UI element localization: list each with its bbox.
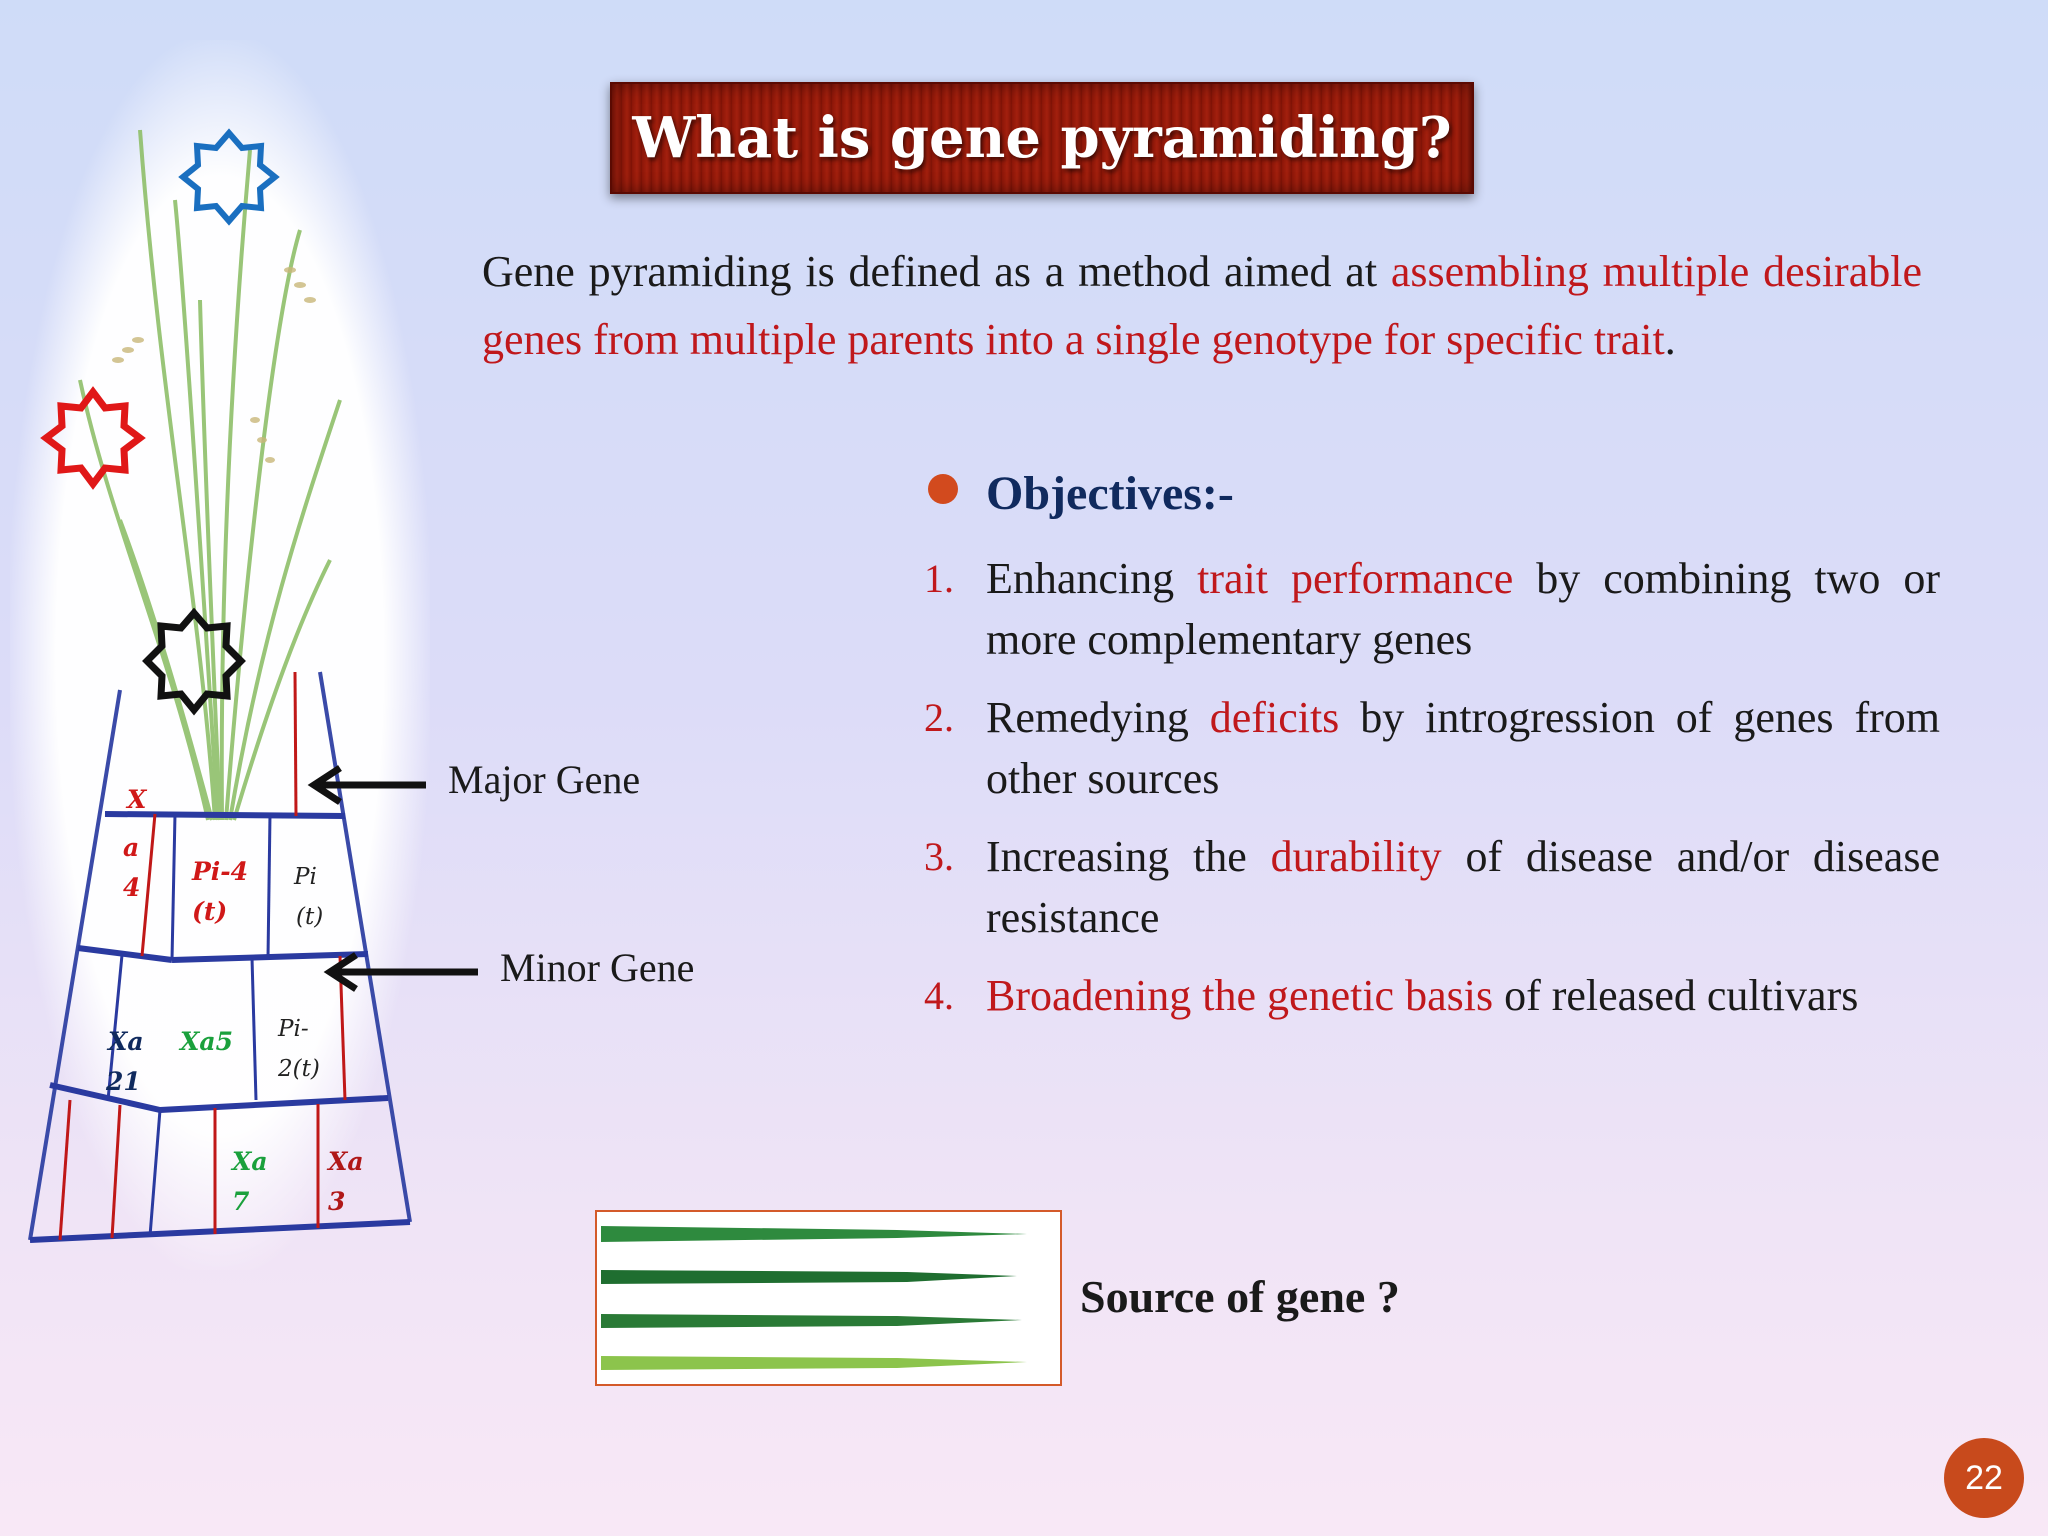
gene-label-pi2: Pi-	[277, 1016, 309, 1042]
objective-highlight: Broadening the genetic basis	[986, 971, 1494, 1020]
objective-highlight: trait performance	[1197, 554, 1514, 603]
objective-highlight: deficits	[1209, 693, 1340, 742]
minor-gene-label: Minor Gene	[500, 945, 695, 990]
definition-highlight: assembling multiple desirable genes from…	[482, 247, 1922, 364]
objective-text: by introgression of genes from other sou…	[986, 693, 1940, 803]
objective-text: Enhancing	[986, 554, 1198, 603]
objectives-heading: Objectives:-	[986, 467, 1234, 520]
gene-pyramid	[28, 671, 412, 1243]
objective-text: of released cultivars	[1493, 971, 1859, 1020]
gene-pyramid-illustration: X a 4 Pi-4 (t) Xa 21 Xa5 Xa 7 Xa 3 Pi (t…	[28, 128, 478, 1243]
blue-starburst-icon	[178, 128, 280, 226]
black-starburst-icon	[142, 607, 246, 716]
source-of-gene-label: Source of gene ?	[1080, 1271, 1400, 1322]
objective-number: 2.	[924, 695, 954, 740]
gene-label-xa7-a: Xa	[230, 1147, 268, 1176]
objective-item: 1. Enhancing trait performance by combin…	[920, 548, 1940, 670]
left-arrow-icon	[307, 765, 426, 805]
definition-end: .	[1664, 315, 1676, 364]
objective-number: 4.	[924, 973, 954, 1018]
objective-text: Remedying	[986, 693, 1210, 742]
objectives-list: 1. Enhancing trait performance by combin…	[920, 548, 1940, 1043]
objective-number: 3.	[924, 834, 954, 879]
background-glow	[10, 40, 430, 1270]
gene-label-pi-t: (t)	[296, 904, 323, 930]
grass-blades-image	[595, 1210, 1062, 1386]
gene-label-xa21-b: 21	[105, 1067, 141, 1096]
page-number-badge: 22	[1944, 1438, 2024, 1518]
definition-lead: Gene pyramiding is defined as a method a…	[482, 247, 1391, 296]
page-number: 22	[1965, 1458, 2003, 1497]
left-arrow-icon	[323, 952, 478, 992]
gene-label-xa21-a: Xa	[106, 1027, 144, 1056]
gene-label-xa5: Xa5	[178, 1027, 233, 1056]
gene-label-pi4: Pi-4	[191, 857, 248, 886]
bullet-icon	[928, 474, 958, 504]
gene-label-xa4-b: a	[123, 833, 139, 862]
objective-item: 4. Broadening the genetic basis of relea…	[920, 965, 1940, 1026]
objective-text: of disease and/or disease resistance	[986, 832, 1940, 942]
slide-title: What is gene pyramiding?	[632, 105, 1452, 171]
definition-paragraph: Gene pyramiding is defined as a method a…	[482, 238, 1922, 374]
gene-label-xa4-c: 4	[123, 873, 140, 902]
gene-label-pi: Pi	[293, 864, 317, 890]
objective-text: by combining two or more complementary g…	[986, 554, 1940, 664]
rice-plant-icon	[78, 129, 342, 821]
gene-label-xa3-a: Xa	[326, 1147, 364, 1176]
objective-item: 2. Remedying deficits by introgression o…	[920, 687, 1940, 809]
objective-highlight: durability	[1270, 832, 1442, 881]
grass-blades-icon	[601, 1226, 1027, 1370]
objective-item: 3. Increasing the durability of disease …	[920, 826, 1940, 948]
gene-label-pi2-t: 2(t)	[277, 1056, 320, 1082]
gene-label-xa3-b: 3	[328, 1187, 345, 1216]
major-gene-label: Major Gene	[448, 757, 641, 802]
title-banner: What is gene pyramiding?	[610, 82, 1474, 194]
objective-number: 1.	[924, 556, 954, 601]
red-starburst-icon	[40, 386, 146, 490]
gene-label-xa4-a: X	[125, 785, 148, 814]
gene-label-xa7-b: 7	[232, 1187, 250, 1216]
objective-text: Increasing the	[986, 832, 1271, 881]
gene-label-pi4-t: (t)	[192, 897, 227, 926]
